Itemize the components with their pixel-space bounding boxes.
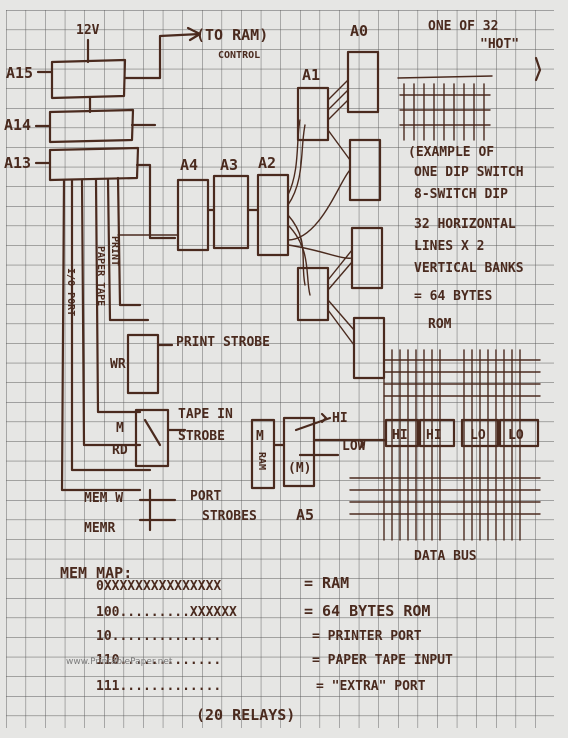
wr-rd-relays xyxy=(126,333,187,532)
mem-map-row1-desc: = RAM xyxy=(304,574,349,592)
mem-map-row3-address: 10.............. xyxy=(96,629,221,644)
label-hi-arrow: HI xyxy=(332,411,348,426)
label-a14: A14 xyxy=(4,116,31,134)
label-wr: WR xyxy=(110,357,126,372)
label-lo-2: LO xyxy=(508,428,524,443)
mem-map-row2-desc: = 64 BYTES ROM xyxy=(304,602,430,620)
label-tape-in-1: TAPE IN xyxy=(178,407,233,422)
rom-switch-blocks xyxy=(117,50,386,380)
label-to-ram: (TO RAM) xyxy=(196,26,268,44)
label-low-arrow: LOW xyxy=(342,439,366,454)
mem-map-row4-desc: = PAPER TAPE INPUT xyxy=(312,653,453,668)
label-a15: A15 xyxy=(6,64,33,82)
label-print: PRINT xyxy=(109,236,120,266)
example-line-2: ONE DIP SWITCH xyxy=(414,165,524,180)
label-one-of-32: ONE OF 32 xyxy=(428,19,498,34)
label-data-bus: DATA BUS xyxy=(414,549,477,564)
label-mem-w: MEM W xyxy=(84,491,123,506)
label-print-strobe: PRINT STROBE xyxy=(176,335,270,350)
example-line-7: = 64 BYTES xyxy=(414,289,492,304)
mem-map-row2-address: 100.........XXXXXX xyxy=(96,605,237,620)
label-port-strobes-1: PORT xyxy=(190,489,221,504)
mem-map-row5-desc: = "EXTRA" PORT xyxy=(316,679,426,694)
relay-count: (20 RELAYS) xyxy=(196,706,295,724)
label-paper-tape: PAPER TAPE xyxy=(95,246,106,306)
example-line-4: 32 HORIZONTAL xyxy=(414,217,516,232)
mem-map-row4-address: 110............. xyxy=(96,653,221,668)
label-ram-vertical: RAM xyxy=(256,452,267,470)
hot-line-sketch xyxy=(397,56,542,141)
label-control: CONTROL xyxy=(218,50,260,61)
label-a13: A13 xyxy=(4,154,31,172)
example-line-8: ROM xyxy=(428,317,452,332)
mem-map-row1-address: 0XXXXXXXXXXXXXXX xyxy=(96,579,221,594)
memory-map: MEM MAP: 0XXXXXXXXXXXXXXX = RAM 100.....… xyxy=(60,564,453,724)
mem-map-title: MEM MAP: xyxy=(60,564,132,582)
label-a2: A2 xyxy=(258,154,276,172)
label-a0: A0 xyxy=(350,22,368,40)
address-relay-stack xyxy=(34,26,202,492)
example-line-1: (EXAMPLE OF xyxy=(408,145,494,160)
label-hi-1: HI xyxy=(392,428,408,443)
mem-map-row3-desc: = PRINTER PORT xyxy=(312,629,422,644)
label-io-port: I/O PORT xyxy=(65,268,76,316)
example-line-5: LINES X 2 xyxy=(414,239,484,254)
label-m-top: M xyxy=(116,421,124,436)
label-port-strobes-2: STROBES xyxy=(202,509,257,524)
label-12v: 12V xyxy=(76,23,100,38)
label-lo-1: LO xyxy=(470,428,486,443)
watermark: www.PrintablePaper.net xyxy=(66,657,173,667)
label-a3: A3 xyxy=(220,156,238,174)
example-line-3: 8-SWITCH DIP xyxy=(414,187,508,202)
label-mem-r: MEMR xyxy=(84,521,115,536)
label-m-relay: M xyxy=(256,429,264,444)
label-a5: A5 xyxy=(296,506,314,524)
label-a1: A1 xyxy=(302,66,320,84)
label-tape-in-2: STROBE xyxy=(178,429,225,444)
example-line-6: VERTICAL BANKS xyxy=(414,261,524,276)
diagram-labels: 12V (TO RAM) CONTROL A15 A14 A13 A0 A1 A… xyxy=(4,19,524,564)
label-hi-2: HI xyxy=(426,428,442,443)
label-m-box: (M) xyxy=(288,461,311,476)
data-bus-lines xyxy=(349,349,541,541)
mem-map-row5-address: 111............. xyxy=(96,679,221,694)
a5-relay xyxy=(250,412,388,490)
label-rd: RD xyxy=(112,443,128,458)
label-a4: A4 xyxy=(180,156,198,174)
label-hot: "HOT" xyxy=(480,37,519,52)
